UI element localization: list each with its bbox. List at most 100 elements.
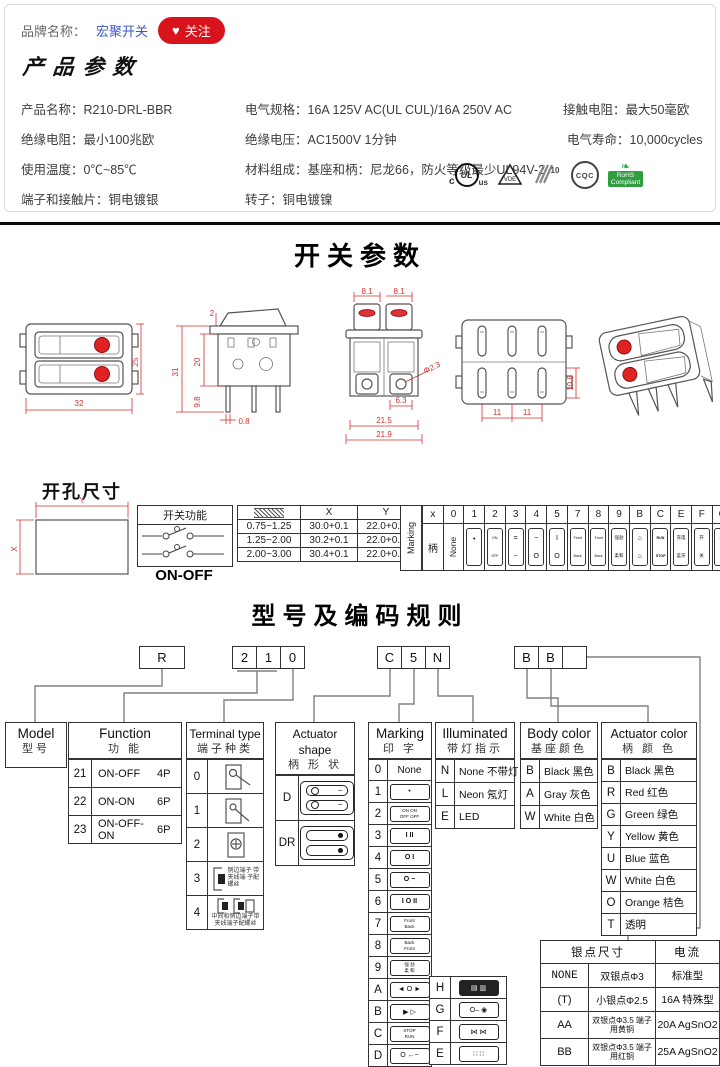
svg-text:10: 10 [550, 166, 559, 175]
actuator-color-row: B Black 黑色 [602, 759, 696, 781]
drawing-front-view: 32 25 [19, 323, 144, 414]
marking-row: 0 None [369, 759, 431, 780]
illuminated-row: L Neon 氖灯 [436, 782, 514, 805]
param-material: 材料组成：基座和柄：尼龙66，防火等级最少UL94V-2 [245, 163, 546, 177]
marking-row: B ▶ ▷ [369, 1000, 431, 1022]
marking-row: D O ←− [369, 1044, 431, 1066]
terminal-row: 0 [187, 759, 263, 793]
onoff-label: ON-OFF [155, 567, 213, 584]
marking-extra-column: H ▤ ▥ G O– ◉ F ⋈ ⋈ E ∷ ∷ [429, 976, 507, 1065]
terminal-row: 3 侧边端子 带夹线端 子配螺丝 [187, 861, 263, 895]
marking-row: 5 O − [369, 868, 431, 890]
svg-text:6.3: 6.3 [395, 396, 407, 405]
svg-text:8.1: 8.1 [393, 288, 405, 296]
marking-col: B ⌂⌂ [628, 506, 650, 570]
terminal-row: 4 中间和侧边端子带 夹线端子配螺丝 [187, 895, 263, 929]
actuator-color-row: W White 白色 [602, 869, 696, 891]
svg-text:32: 32 [75, 399, 84, 408]
switch-function-title: 开关功能 [138, 506, 232, 525]
actuator-color-row: O Orange 桔色 [602, 891, 696, 913]
svg-text:0.8: 0.8 [238, 417, 250, 426]
marking-col: x 柄 [422, 506, 443, 570]
marking-col: F 开关 [690, 506, 712, 570]
marking-row: H ▤ ▥ [430, 977, 506, 998]
param-temperature: 使用温度：0℃~85℃ [21, 163, 137, 177]
marking-row: F ⋈ ⋈ [430, 1020, 506, 1042]
code-box-options: C 5 N [377, 646, 450, 669]
actuator-color-row: T 透明 [602, 913, 696, 935]
marking-row: G O– ◉ [430, 998, 506, 1020]
svg-text:20: 20 [193, 357, 202, 366]
illuminated-row: N None 不带灯 [436, 759, 519, 782]
rohs-cert-icon: ❧ RoHS Compliant [607, 161, 644, 187]
param-rotor-plating: 转子：铜电镀镍 [245, 193, 333, 207]
section-divider [0, 222, 720, 225]
heart-icon: ♥ [172, 23, 180, 38]
table-row: (T) 小银点Φ2.5 16A 特殊型 [539, 987, 720, 1012]
follow-button[interactable]: ♥ 关注 [158, 17, 225, 44]
svg-text:Φ2.3: Φ2.3 [422, 360, 442, 376]
hole-size-title: 开孔尺寸 [42, 482, 122, 502]
switch-params-title: 开关参数 [293, 241, 426, 271]
marking-row: 4 O I [369, 846, 431, 868]
shape-d-icon: − − [299, 781, 354, 815]
marking-col: 1 • [463, 506, 485, 570]
function-row: 23 ON-OFF-ON 6P [69, 815, 181, 843]
body-color-row: B Black 黑色 [521, 759, 597, 782]
svg-text:31: 31 [171, 367, 180, 376]
actuator-color-row: G Green 绿色 [602, 803, 696, 825]
svg-text:9.8: 9.8 [193, 396, 202, 408]
svg-text:10.8: 10.8 [566, 375, 575, 391]
silver-size-header: 银点尺寸 [539, 940, 657, 964]
actuator-color-row: R Red 红色 [602, 781, 696, 803]
brand-bar: 品牌名称： 宏聚开关 ♥ 关注 [21, 17, 225, 44]
shape-dr-icon [299, 826, 354, 860]
terminal-icon [224, 797, 249, 824]
param-insulation-resistance: 绝缘电阻：最小100兆欧 [21, 133, 155, 147]
brand-link[interactable]: 宏聚开关 [96, 24, 149, 39]
code-box-colors: B B [514, 646, 587, 669]
leaf-icon: ❧ [620, 161, 631, 173]
actuator-color-row: Y Yellow 黄色 [602, 825, 696, 847]
panel-thickness-icon [254, 507, 284, 518]
terminal-clamp-icon [216, 897, 255, 914]
svg-text:21.9: 21.9 [376, 430, 392, 439]
terminal-screw-icon [226, 831, 245, 858]
drawing-bottom-view: 11 11 10.8 [455, 319, 580, 422]
silver-point-table: 银点尺寸 电流 NONE 双银点Φ3 标准型 (T) 小银点Φ2.5 16A 特… [539, 940, 720, 1066]
product-info-card: 品牌名称： 宏聚开关 ♥ 关注 产品参数 产品名称：R210-DRL-BBR 电… [4, 4, 716, 212]
shape-row: D − − [276, 775, 354, 820]
drawing-front-view-2: 8.1 8.1 Φ2.3 6.3 21.5 21.9 [345, 288, 442, 444]
svg-text:8.1: 8.1 [361, 288, 373, 296]
coding-rules-title: 型号及编码规则 [251, 603, 469, 630]
marking-col: 9 强劲柔和 [608, 506, 629, 570]
terminal-icon [224, 763, 250, 790]
marking-col: E 充电蓝牙 [670, 506, 691, 570]
marking-col: G ◉Ó [711, 506, 720, 570]
body-color-row: W White 白色 [521, 805, 597, 828]
param-product-name: 产品名称：R210-DRL-BBR [21, 103, 173, 117]
switch-function-box: 开关功能 [137, 505, 233, 567]
drawing-perspective-view [598, 315, 714, 416]
terminal-row: 2 [187, 827, 263, 861]
svg-text:21.5: 21.5 [376, 416, 392, 425]
marking-col: 0 None [442, 506, 464, 570]
table-row: AA 双银点Φ3.5 端子用黄铜 20A AgSnO2 [539, 1011, 720, 1039]
param-electrical-life: 电气寿命：10,000cycles [567, 133, 703, 147]
col-x: X [300, 505, 358, 520]
product-params-title: 产品参数 [21, 54, 145, 79]
ek-cert-icon: 10 [532, 163, 562, 187]
hole-cutout-drawing: Y X [10, 496, 129, 575]
